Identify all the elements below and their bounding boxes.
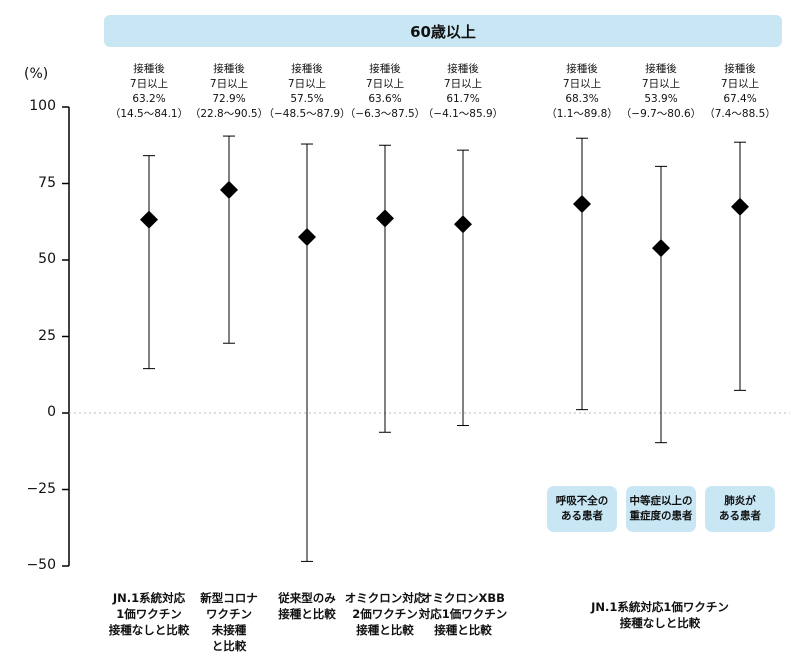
annotation-line: （7.4～88.5） (704, 108, 776, 120)
annotation-line: （−48.5～87.9） (263, 108, 351, 120)
point-estimate-diamond (140, 210, 158, 229)
point-estimate-diamond (454, 215, 472, 234)
annotation-line: 68.3% (565, 93, 599, 105)
category-label-line: 2価ワクチン (352, 607, 418, 621)
annotation-line: 接種後 (447, 63, 479, 75)
annotation-line: 接種後 (369, 63, 401, 75)
annotation-line: 接種後 (291, 63, 323, 75)
group-category-line: JN.1系統対応1価ワクチン (591, 600, 729, 614)
point-estimate-diamond (731, 197, 749, 216)
subgroup-badge: 呼吸不全のある患者 (547, 486, 617, 532)
category-label-line: と比較 (211, 639, 247, 653)
annotation-line: 接種後 (724, 63, 756, 75)
point-annotation: 接種後 7日以上 53.9% （−9.7～80.6） (616, 62, 706, 122)
subgroup-badge-line: ある患者 (719, 510, 761, 522)
subgroup-badge-line: 肺炎が (724, 495, 756, 507)
annotation-line: 7日以上 (720, 78, 760, 90)
annotation-line: 7日以上 (641, 78, 681, 90)
subgroup-badge: 中等症以上の重症度の患者 (626, 486, 696, 532)
category-label-line: 新型コロナ (200, 591, 258, 605)
annotation-line: 53.9% (644, 93, 678, 105)
annotation-line: 7日以上 (443, 78, 483, 90)
y-tick-label: −25 (26, 480, 56, 497)
annotation-line: （22.8～90.5） (189, 108, 269, 120)
category-label-line: オミクロン対応 (344, 591, 426, 605)
annotation-line: 7日以上 (129, 78, 169, 90)
annotation-line: 7日以上 (562, 78, 602, 90)
category-label-line: 未接種 (211, 623, 247, 637)
category-label: 新型コロナワクチン未接種と比較 (181, 590, 277, 654)
y-tick-label: 25 (38, 327, 56, 344)
point-annotation: 接種後 7日以上 63.6% （−6.3～87.5） (340, 62, 430, 122)
annotation-line: 57.5% (290, 93, 324, 105)
point-estimate-diamond (220, 180, 238, 199)
annotation-line: 接種後 (645, 63, 677, 75)
annotation-line: （14.5～84.1） (109, 108, 189, 120)
category-label: JN.1系統対応 1価ワクチン接種なしと比較 (101, 590, 197, 638)
annotation-line: 接種後 (213, 63, 245, 75)
subgroup-badge: 肺炎がある患者 (705, 486, 775, 532)
subgroup-badge-line: 呼吸不全の (555, 495, 609, 507)
subgroup-badge-line: 中等症以上の (629, 495, 693, 507)
annotation-line: （−4.1～85.9） (422, 108, 504, 120)
y-tick-label: 50 (38, 251, 56, 267)
y-tick-label: 75 (38, 174, 56, 191)
point-annotation: 接種後 7日以上 72.9% （22.8～90.5） (184, 62, 274, 122)
category-label-line: 従来型のみ (278, 591, 336, 605)
annotation-line: 接種後 (566, 63, 598, 75)
category-label-line: 接種と比較 (356, 623, 414, 637)
category-label-line: ワクチン (206, 607, 252, 621)
point-estimate-diamond (573, 195, 591, 214)
category-label-line: 接種と比較 (278, 607, 336, 621)
y-tick-label: 100 (29, 98, 56, 114)
age-group-banner: 60歳以上 (104, 15, 782, 47)
annotation-line: 接種後 (133, 63, 165, 75)
y-tick-label: 0 (47, 404, 56, 420)
point-annotation: 接種後 7日以上 68.3% （1.1～89.8） (537, 62, 627, 122)
annotation-line: 72.9% (212, 93, 246, 105)
age-group-label: 60歳以上 (410, 22, 476, 41)
annotation-line: 7日以上 (209, 78, 249, 90)
category-label-line: JN.1系統対応 (112, 591, 186, 605)
annotation-line: （−9.7～80.6） (620, 108, 702, 120)
category-label: 従来型のみ接種と比較 (259, 590, 355, 622)
y-tick-label: −50 (26, 557, 56, 573)
annotation-line: 7日以上 (287, 78, 327, 90)
category-label: オミクロン対応 2価ワクチン接種と比較 (337, 590, 433, 638)
subgroup-badge-line: 重症度の患者 (629, 510, 693, 522)
group-category-line: 接種なしと比較 (619, 616, 701, 630)
annotation-line: 61.7% (446, 93, 480, 105)
point-annotation: 接種後 7日以上 63.2% （14.5～84.1） (104, 62, 194, 122)
annotation-line: （−6.3～87.5） (344, 108, 426, 120)
group-category-label: JN.1系統対応1価ワクチン接種なしと比較 (520, 599, 800, 631)
category-label-line: 接種と比較 (434, 623, 492, 637)
annotation-line: （1.1～89.8） (546, 108, 618, 120)
annotation-line: 63.6% (368, 93, 402, 105)
point-estimate-diamond (376, 209, 394, 228)
point-annotation: 接種後 7日以上 67.4% （7.4～88.5） (695, 62, 785, 122)
annotation-line: 67.4% (723, 93, 757, 105)
point-estimate-diamond (652, 239, 670, 258)
y-axis-unit: (%) (24, 66, 49, 82)
annotation-line: 63.2% (132, 93, 166, 105)
point-annotation: 接種後 7日以上 57.5% （−48.5～87.9） (262, 62, 352, 122)
category-label-line: 1価ワクチン (116, 607, 182, 621)
category-label-line: 接種なしと比較 (108, 623, 190, 637)
subgroup-badge-line: ある患者 (561, 510, 603, 522)
category-label: オミクロンXBB 対応1価ワクチン接種と比較 (415, 590, 511, 638)
category-label-line: 対応1価ワクチン (418, 607, 508, 621)
category-label-line: オミクロンXBB (421, 591, 505, 605)
annotation-line: 7日以上 (365, 78, 405, 90)
point-annotation: 接種後 7日以上 61.7% （−4.1～85.9） (418, 62, 508, 122)
point-estimate-diamond (298, 228, 316, 247)
